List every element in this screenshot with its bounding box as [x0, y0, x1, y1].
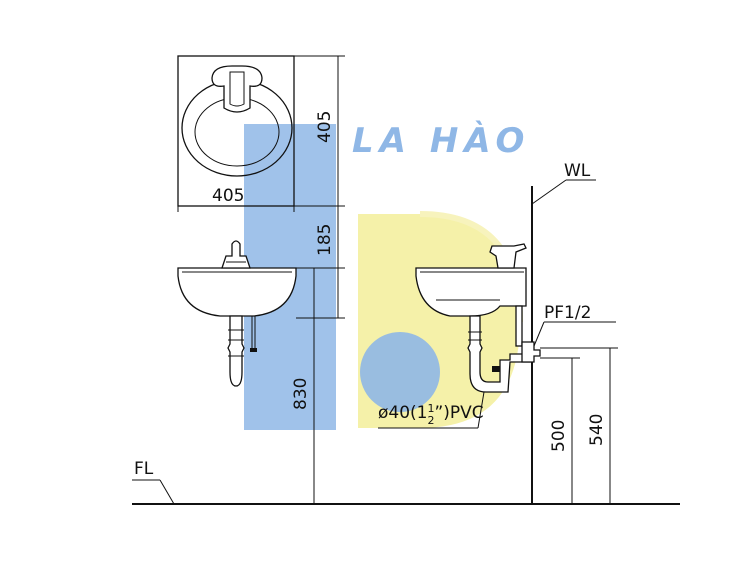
top-view: 405 405	[177, 55, 345, 212]
front-faucet-icon	[221, 240, 251, 269]
watermark-blue-circle	[360, 332, 440, 412]
side-faucet-icon	[489, 243, 527, 269]
dim-540-label: 540	[587, 414, 607, 446]
side-drain-pipe	[467, 315, 531, 393]
dim-185-label: 185	[315, 224, 335, 256]
dim-500-label: 500	[549, 420, 569, 452]
watermark-text: LA HÀO	[352, 120, 530, 161]
front-basin	[177, 267, 297, 317]
front-view: 185 830	[177, 206, 345, 504]
dim-405-vertical-label: 405	[315, 111, 335, 143]
dim-405-horizontal-label: 405	[212, 186, 244, 206]
supply-label: PF1/2	[544, 303, 591, 323]
supply-valve-icon	[521, 341, 541, 363]
dim-830-label: 830	[291, 378, 311, 410]
wall-label: WL	[564, 161, 591, 181]
floor: FL	[132, 459, 680, 505]
front-drain-pipe	[227, 315, 245, 387]
top-faucet-icon	[211, 65, 263, 113]
floor-label: FL	[134, 459, 154, 479]
